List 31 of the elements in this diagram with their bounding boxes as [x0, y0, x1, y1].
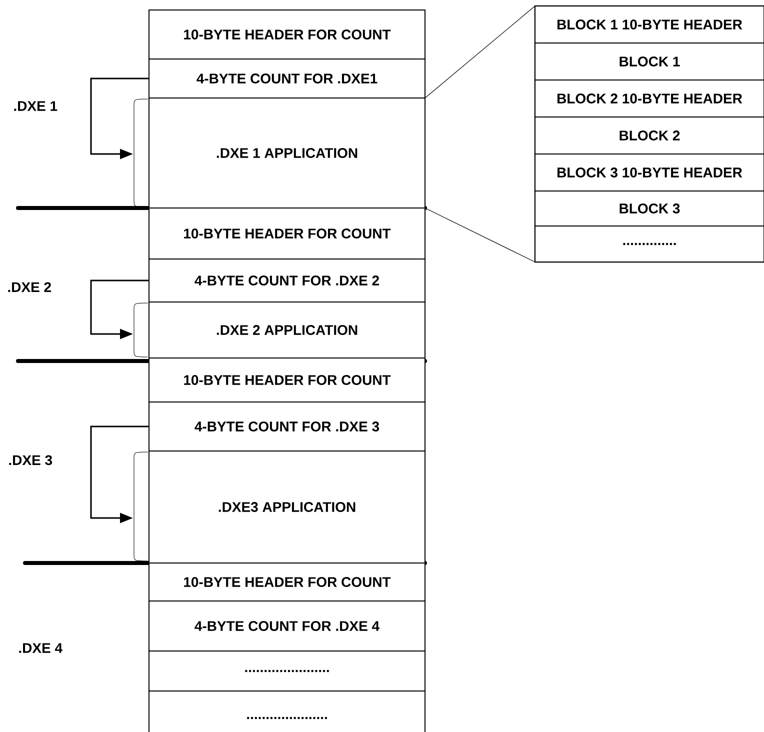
- memory-row: 10-BYTE HEADER FOR COUNT: [148, 562, 426, 602]
- node-label: BLOCK 3 10-BYTE HEADER: [557, 168, 742, 178]
- memory-row: 4-BYTE COUNT FOR .DXE 3: [148, 402, 426, 452]
- side-label: .DXE 1: [14, 101, 58, 111]
- memory-row: 4-BYTE COUNT FOR .DXE 4: [148, 600, 426, 652]
- memory-row: .DXE 2 APPLICATION: [148, 302, 426, 358]
- memory-row: BLOCK 1 10-BYTE HEADER: [534, 6, 764, 44]
- memory-row: 10-BYTE HEADER FOR COUNT: [148, 358, 426, 402]
- node-label: BLOCK 2 10-BYTE HEADER: [557, 94, 742, 104]
- node-label: BLOCK 1: [620, 56, 680, 66]
- memory-row: BLOCK 2: [534, 116, 764, 154]
- memory-row: 4-BYTE COUNT FOR .DXE 2: [148, 258, 426, 302]
- memory-row: .....................: [148, 690, 426, 732]
- side-label: .DXE 3: [9, 455, 52, 466]
- memory-row: 10-BYTE HEADER FOR COUNT: [148, 208, 426, 260]
- side-label: .DXE 4: [19, 643, 62, 653]
- memory-row: BLOCK 1: [534, 42, 764, 80]
- memory-row: 4-BYTE COUNT FOR .DXE1: [148, 58, 426, 98]
- side-label: .DXE 2: [8, 282, 51, 292]
- memory-row: BLOCK 3: [534, 190, 764, 226]
- zoom-line: [424, 208, 536, 262]
- memory-row: BLOCK 3 10-BYTE HEADER: [534, 154, 764, 192]
- zoom-line: [424, 6, 536, 98]
- memory-row: ..............: [534, 226, 764, 262]
- memory-row: ......................: [148, 650, 426, 692]
- memory-row: 10-BYTE HEADER FOR COUNT: [148, 10, 426, 60]
- node-label: ..............: [623, 242, 676, 246]
- node-label: BLOCK 3: [620, 204, 680, 214]
- node-label: BLOCK 1 10-BYTE HEADER: [557, 20, 742, 30]
- memory-row: BLOCK 2 10-BYTE HEADER: [534, 80, 764, 118]
- node-label: BLOCK 2: [620, 130, 680, 140]
